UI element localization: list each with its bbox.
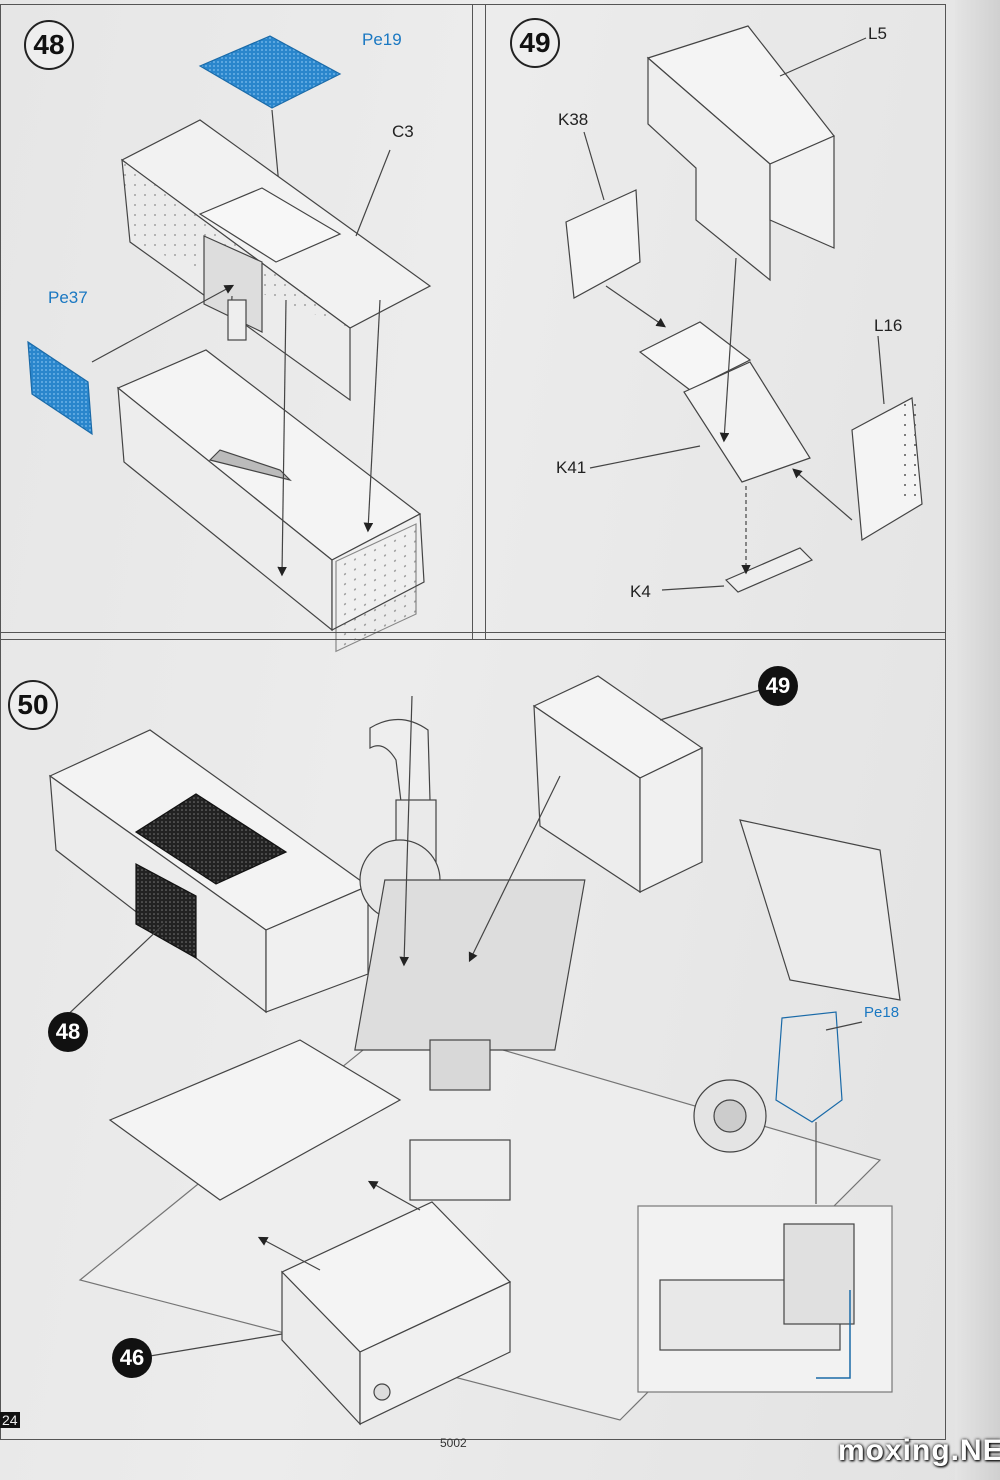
panel-step-48 xyxy=(0,4,486,640)
watermark: moxing.NET xyxy=(838,1434,1000,1467)
step50-drawing xyxy=(48,675,901,1426)
panel-step-49 xyxy=(472,4,946,640)
page-number-left: 24 xyxy=(0,1412,20,1428)
page-code: 5002 xyxy=(440,1436,467,1450)
k38-panel xyxy=(565,189,641,299)
pe37-mesh-part xyxy=(27,340,93,436)
label-c3: C3 xyxy=(392,122,414,141)
k41-frame xyxy=(638,321,752,391)
ref-step-48: 48 xyxy=(48,1012,88,1052)
k4-part xyxy=(724,547,814,593)
step49-drawing xyxy=(565,25,923,593)
step-number-50: 50 xyxy=(8,680,58,730)
pe18-guard xyxy=(775,1011,843,1123)
label-k41: K41 xyxy=(556,458,587,477)
step-number-49: 49 xyxy=(510,18,560,68)
label-l16: L16 xyxy=(874,316,903,335)
pe19-mesh-part xyxy=(198,35,342,109)
label-k4: K4 xyxy=(630,582,651,601)
step-number-48: 48 xyxy=(24,20,74,70)
exhaust-pipe xyxy=(369,718,431,811)
label-k38: K38 xyxy=(558,110,589,129)
ref-step-46: 46 xyxy=(112,1338,152,1378)
label-pe37: Pe37 xyxy=(48,288,88,307)
engine-block xyxy=(354,879,586,1051)
ref-step-49: 49 xyxy=(758,666,798,706)
label-pe18: Pe18 xyxy=(864,1004,900,1021)
panel-step-50 xyxy=(0,632,946,1440)
label-l5: L5 xyxy=(868,24,887,43)
step48-drawing xyxy=(27,35,432,653)
label-pe19: Pe19 xyxy=(362,30,402,49)
page-edge xyxy=(955,0,1000,1480)
